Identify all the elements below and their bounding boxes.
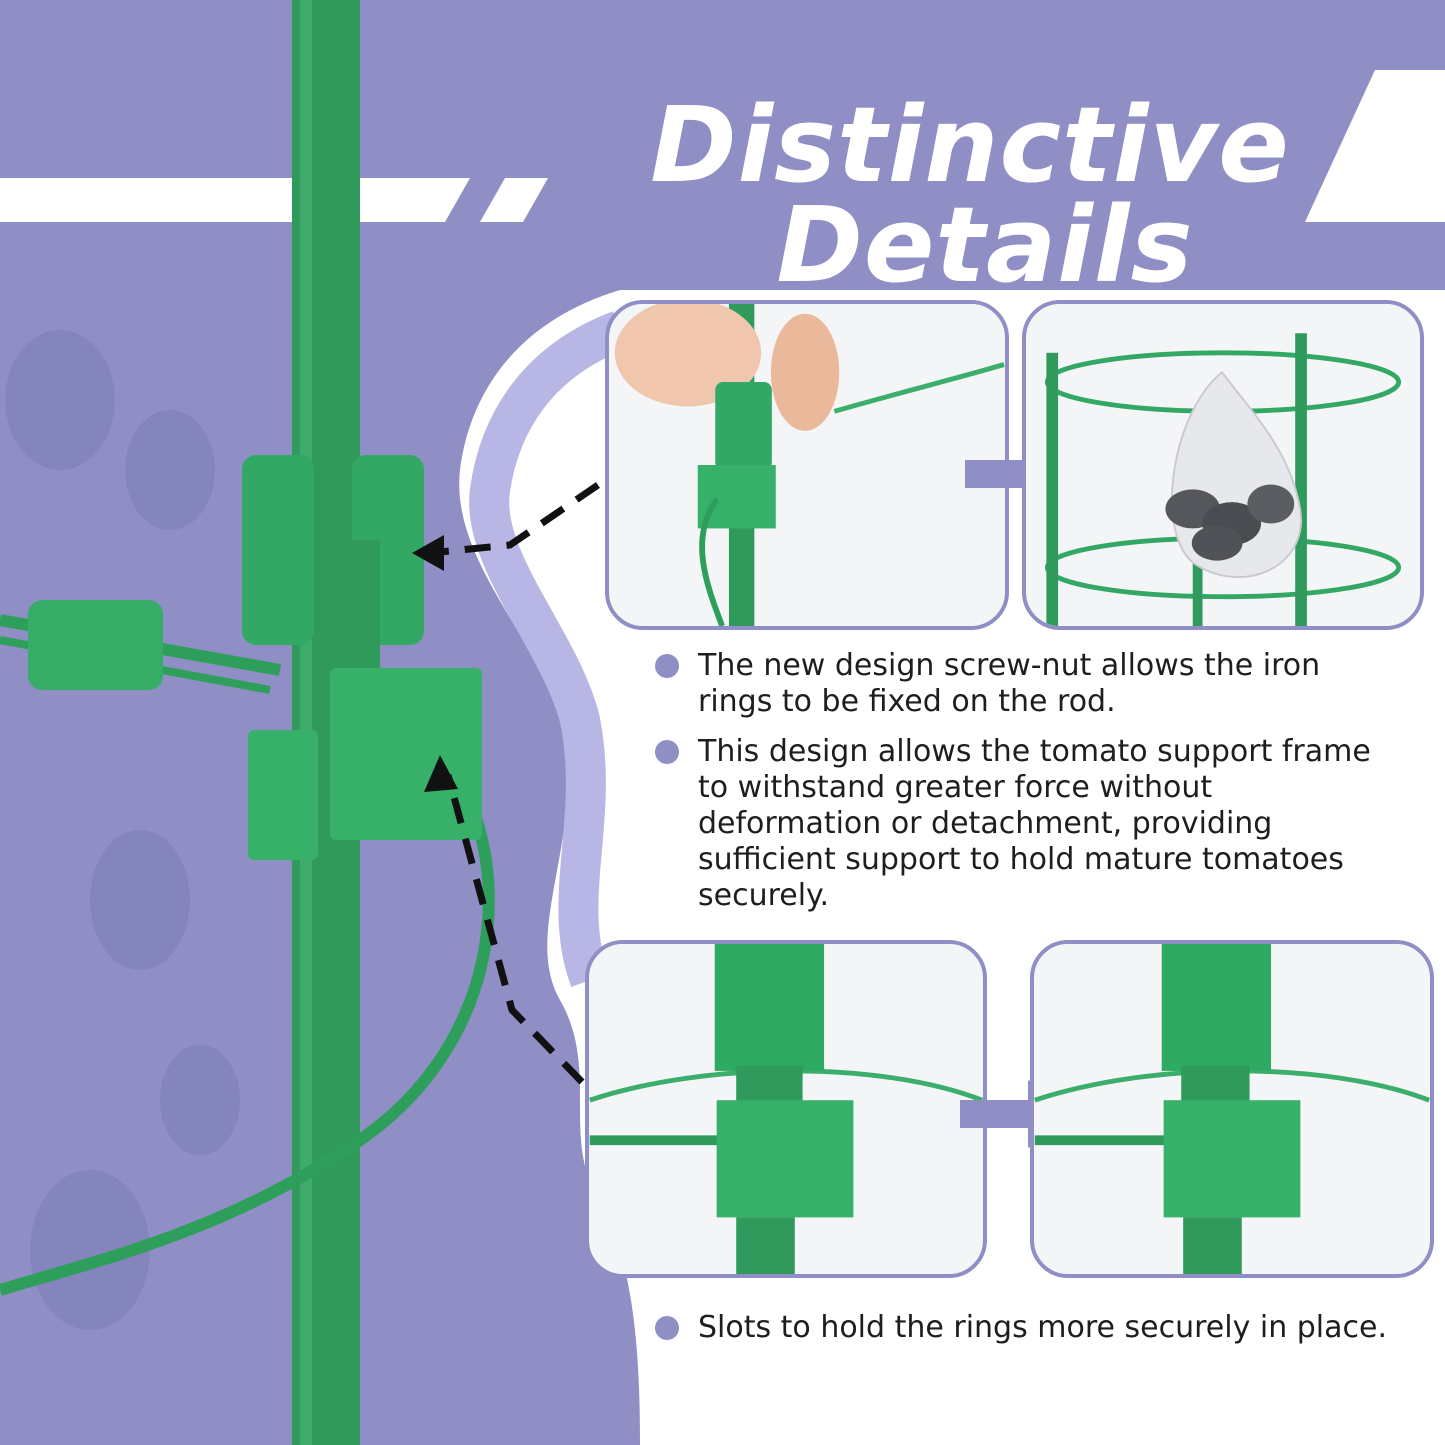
- wire-connector: [28, 600, 163, 690]
- dashed-arrow-icon-top: [429, 482, 600, 557]
- bullet-text: Slots to hold the rings more securely in…: [698, 1310, 1387, 1345]
- photo-clamp-before: [585, 940, 987, 1278]
- bullet-dot-icon: [655, 1316, 679, 1340]
- title-line-2: Details: [776, 183, 1194, 306]
- faded-leaves: [5, 330, 240, 1330]
- title-line-1: Distinctive: [650, 83, 1290, 206]
- clamp-upper: [330, 668, 482, 840]
- bullet-dot-icon: [655, 740, 679, 764]
- bullet-dot-icon: [655, 654, 679, 678]
- bullet-item-slots: Slots to hold the rings more securely in…: [655, 1310, 1415, 1390]
- bullet-item-withstand-force: This design allows the tomato support fr…: [655, 734, 1415, 924]
- dashed-arrow-head-bottom: [424, 755, 458, 792]
- dashed-arrow-head-top: [412, 535, 444, 571]
- photo-hand-screw-nut: [605, 300, 1009, 630]
- photo-clamp-after: [1030, 940, 1434, 1278]
- white-stripe-accent: [480, 178, 548, 222]
- photo-frame-with-weight: [1022, 300, 1424, 630]
- clamp-lower: [248, 730, 318, 860]
- bullet-item-screw-nut: The new design screw-nut allows the iron…: [655, 648, 1415, 728]
- bullet-text: The new design screw-nut allows the iron…: [698, 648, 1321, 719]
- white-stripe-left: [0, 178, 470, 222]
- white-stripe-right: [1305, 70, 1445, 222]
- dashed-arrow-icon-bottom: [444, 774, 585, 1085]
- light-purple-curve: [469, 311, 628, 988]
- screw-nut-left: [242, 455, 314, 645]
- main-rod-highlight: [300, 0, 312, 1445]
- bullet-text: This design allows the tomato support fr…: [698, 734, 1371, 913]
